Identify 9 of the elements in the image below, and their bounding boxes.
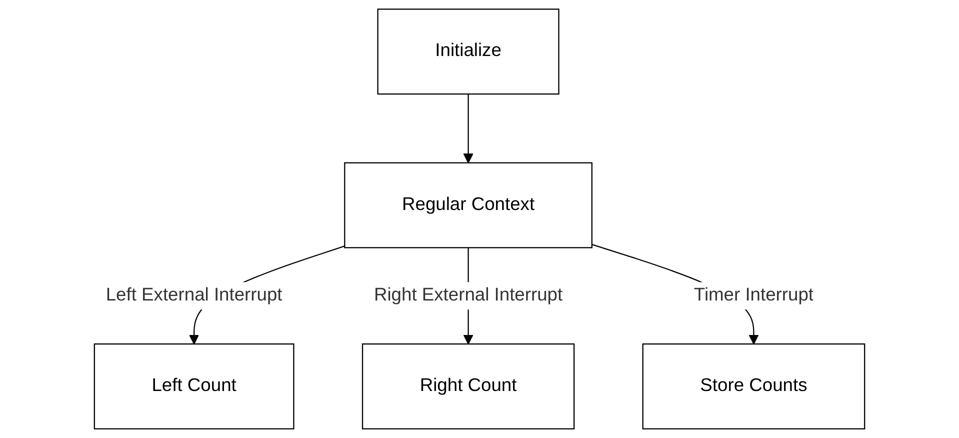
- node-box: Left Count: [94, 343, 294, 430]
- node-box: Right Count: [362, 343, 575, 430]
- edge-label: Timer Interrupt: [694, 286, 814, 305]
- node-box: Regular Context: [344, 162, 592, 248]
- node-box: Initialize: [377, 8, 560, 95]
- edge-label: Left External Interrupt: [106, 286, 282, 305]
- arrow: [463, 94, 474, 164]
- edge-label: Right External Interrupt: [374, 286, 563, 305]
- node-box: Store Counts: [642, 343, 866, 430]
